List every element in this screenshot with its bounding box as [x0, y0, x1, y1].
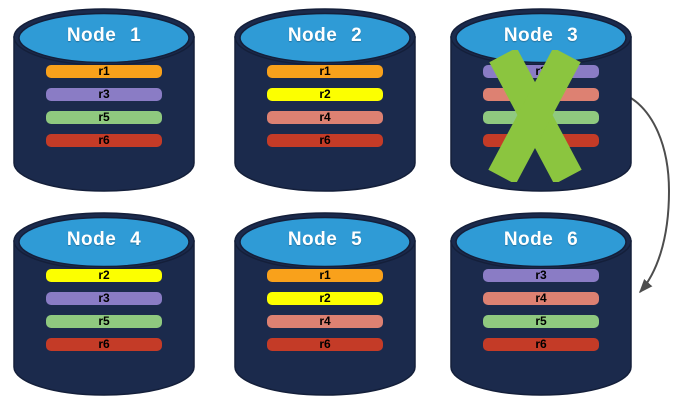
replica-bar-r5: r5 [483, 315, 599, 328]
node-title: Node 2 [287, 25, 363, 46]
replica-bar-r5: r5 [46, 111, 162, 124]
replica-bar-r1: r1 [46, 65, 162, 78]
replica-bar-r4: r4 [267, 111, 383, 124]
replica-bar-r6: r6 [483, 338, 599, 351]
replica-list: r2 r3 r5 r6 [46, 269, 162, 361]
node-title: Node 4 [66, 229, 142, 250]
replica-bar-r4: r4 [483, 292, 599, 305]
replica-label: r6 [319, 133, 331, 147]
replica-bar-r2: r2 [46, 269, 162, 282]
replica-list: r1 r3 r5 r6 [46, 65, 162, 157]
replica-label: r1 [319, 268, 331, 282]
replica-bar-r1: r1 [267, 65, 383, 78]
replica-label: r6 [535, 337, 547, 351]
replica-bar-r3: r3 [46, 292, 162, 305]
node-6: Node 6 r3 r4 r5 r6 [450, 212, 632, 396]
node-1: Node 1 r1 r3 r5 r6 [13, 8, 195, 192]
replica-bar-r2: r2 [267, 292, 383, 305]
replica-label: r2 [319, 291, 331, 305]
replica-label: r4 [535, 291, 547, 305]
replica-label: r6 [319, 337, 331, 351]
replica-bar-r6: r6 [267, 338, 383, 351]
replica-label: r4 [319, 110, 331, 124]
replica-label: r2 [98, 268, 110, 282]
replica-label: r4 [319, 314, 331, 328]
replica-bar-r6: r6 [46, 134, 162, 147]
node-4: Node 4 r2 r3 r5 r6 [13, 212, 195, 396]
node-2: Node 2 r1 r2 r4 r6 [234, 8, 416, 192]
replica-label: r3 [535, 268, 547, 282]
replica-label: r6 [98, 133, 110, 147]
failure-x-icon [488, 50, 582, 182]
replica-label: r5 [535, 314, 547, 328]
replica-label: r1 [319, 64, 331, 78]
replica-label: r5 [98, 314, 110, 328]
replica-list: r3 r4 r5 r6 [483, 269, 599, 361]
replica-label: r3 [98, 291, 110, 305]
replica-label: r2 [319, 87, 331, 101]
replica-list: r1 r2 r4 r6 [267, 65, 383, 157]
node-title: Node 1 [66, 25, 142, 46]
replica-bar-r4: r4 [267, 315, 383, 328]
replica-label: r3 [98, 87, 110, 101]
node-title: Node 6 [503, 229, 579, 250]
replica-bar-r3: r3 [46, 88, 162, 101]
replica-bar-r1: r1 [267, 269, 383, 282]
node-title: Node 5 [287, 229, 363, 250]
node-5: Node 5 r1 r2 r4 r6 [234, 212, 416, 396]
replica-bar-r3: r3 [483, 269, 599, 282]
replica-bar-r6: r6 [267, 134, 383, 147]
replica-label: r1 [98, 64, 110, 78]
replica-bar-r5: r5 [46, 315, 162, 328]
replica-label: r5 [98, 110, 110, 124]
node-title: Node 3 [503, 25, 579, 46]
replica-list: r1 r2 r4 r6 [267, 269, 383, 361]
replica-bar-r2: r2 [267, 88, 383, 101]
replica-label: r6 [98, 337, 110, 351]
replica-bar-r6: r6 [46, 338, 162, 351]
